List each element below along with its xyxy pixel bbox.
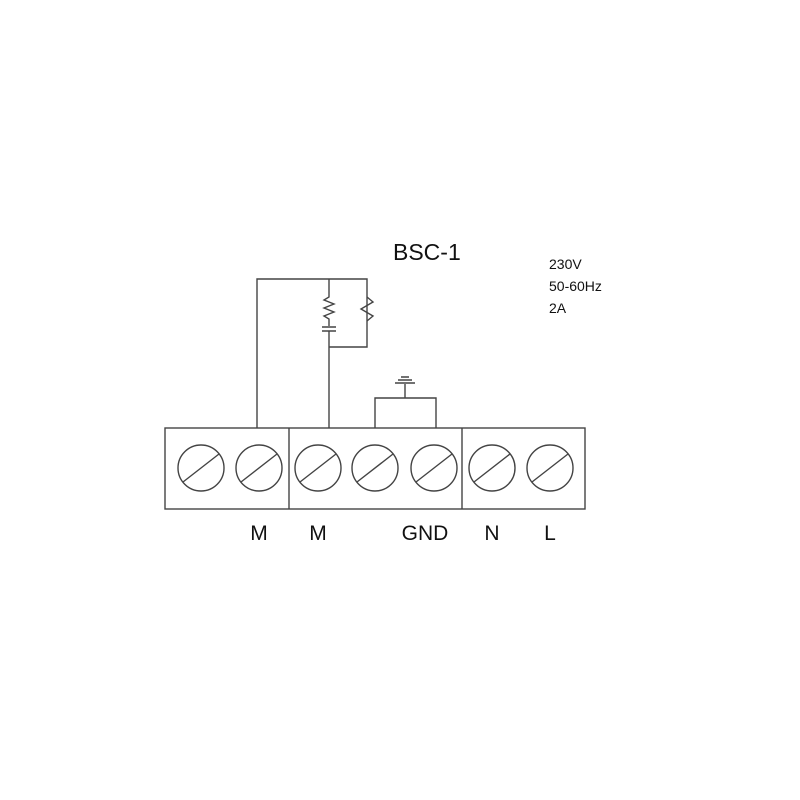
screw-slot [299,453,337,483]
terminal-screw-icon [351,444,399,492]
terminal-screw-icon [526,444,574,492]
terminal-screw-icon [235,444,283,492]
screw-slot [240,453,278,483]
resistor [359,296,375,322]
device-title: BSC-1 [393,239,461,265]
terminal-label-n: N [484,522,500,545]
spec-current: 2A [549,300,567,316]
screw-slot [531,453,569,483]
terminal-screw-icon [410,444,458,492]
wire-m2 [322,279,336,428]
terminal-screw-icon [294,444,342,492]
terminal-label-m1: M [250,522,268,545]
screw-slot [473,453,511,483]
screw-slot [415,453,453,483]
terminal-label-m2: M [309,522,327,545]
terminal-screw-icon [177,444,225,492]
spec-voltage: 230V [549,256,582,272]
terminal-label-l: L [544,522,556,545]
terminal-block [164,427,586,510]
spec-frequency: 50-60Hz [549,278,602,294]
terminal-label-gnd: GND [401,522,449,545]
terminal-screw-icon [468,444,516,492]
ground-loop [374,376,437,428]
screw-slot [182,453,220,483]
screw-slot [356,453,394,483]
wire-m1 [256,278,368,428]
